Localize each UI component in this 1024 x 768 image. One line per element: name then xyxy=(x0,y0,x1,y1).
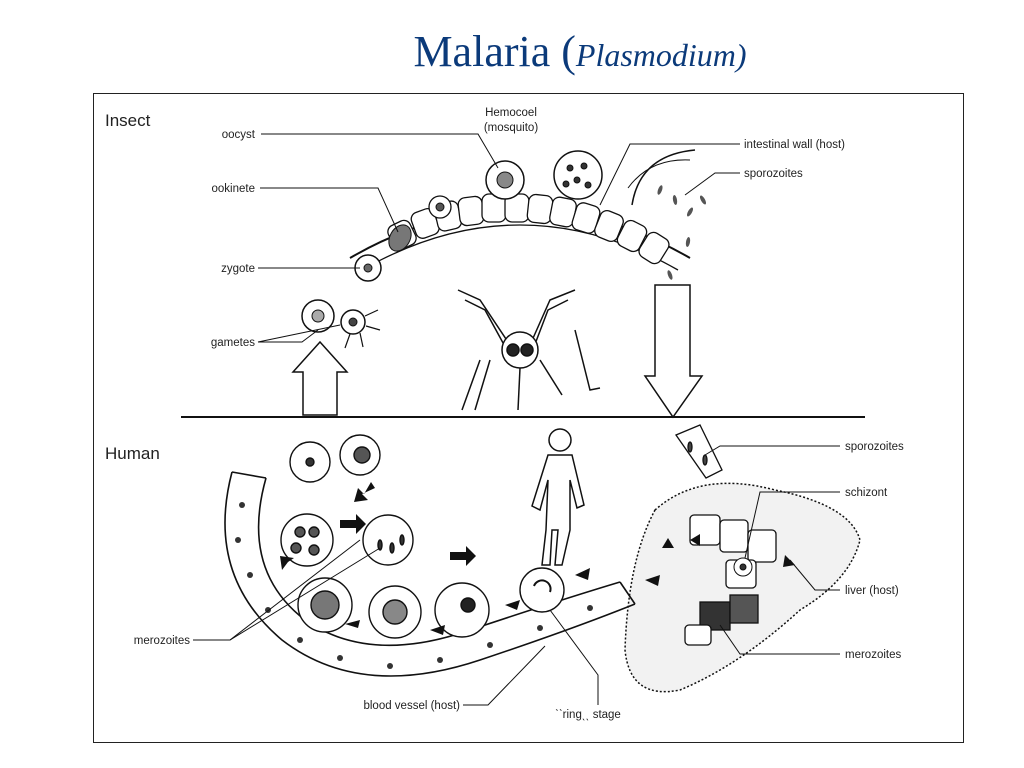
zygote-cell xyxy=(354,254,382,282)
label-zygote: zygote xyxy=(221,263,255,275)
label-gametes: gametes xyxy=(211,337,255,349)
label-liver: liver (host) xyxy=(845,585,899,597)
gamete-cells xyxy=(301,299,381,349)
label-merozoites-left: merozoites xyxy=(134,635,190,647)
page-title: Malaria (Plasmodium) xyxy=(0,26,1024,77)
label-leader-lines xyxy=(193,133,840,706)
blood-vessel xyxy=(224,471,636,677)
label-hemocoel-line1: Hemocoel xyxy=(485,107,537,119)
label-intestinal-wall: intestinal wall (host) xyxy=(744,139,845,151)
cycle-arrows xyxy=(280,482,795,635)
label-merozoites-right: merozoites xyxy=(845,649,901,661)
label-blood-vessel: blood vessel (host) xyxy=(363,700,460,712)
injected-sporozoites xyxy=(675,424,723,479)
title-main: Malaria ( xyxy=(413,27,576,76)
label-ookinete: ookinete xyxy=(212,183,255,195)
label-oocyst: oocyst xyxy=(222,129,256,141)
human-silhouette xyxy=(531,428,585,566)
label-hemocoel-line2: (mosquito) xyxy=(484,122,538,134)
schizont-cell xyxy=(733,557,753,577)
mosquito-figure xyxy=(457,289,601,411)
label-sporozoites-human: sporozoites xyxy=(845,441,904,453)
section-insect: Insect xyxy=(105,111,151,130)
title-italic: Plasmodium) xyxy=(575,37,747,73)
section-human: Human xyxy=(105,444,160,463)
arrow-mosquito-to-human xyxy=(643,284,704,419)
infected-red-cells xyxy=(280,434,565,639)
label-ring-stage: ˋˋringˎˎ stage xyxy=(555,709,621,721)
oocyst-cells xyxy=(428,150,603,219)
liver-cells xyxy=(684,514,777,646)
diagram-frame xyxy=(93,93,964,743)
label-sporozoites-insect: sporozoites xyxy=(744,168,803,180)
ookinete-cell xyxy=(388,224,412,252)
arrow-human-to-mosquito xyxy=(291,340,349,416)
label-schizont: schizont xyxy=(845,487,888,499)
